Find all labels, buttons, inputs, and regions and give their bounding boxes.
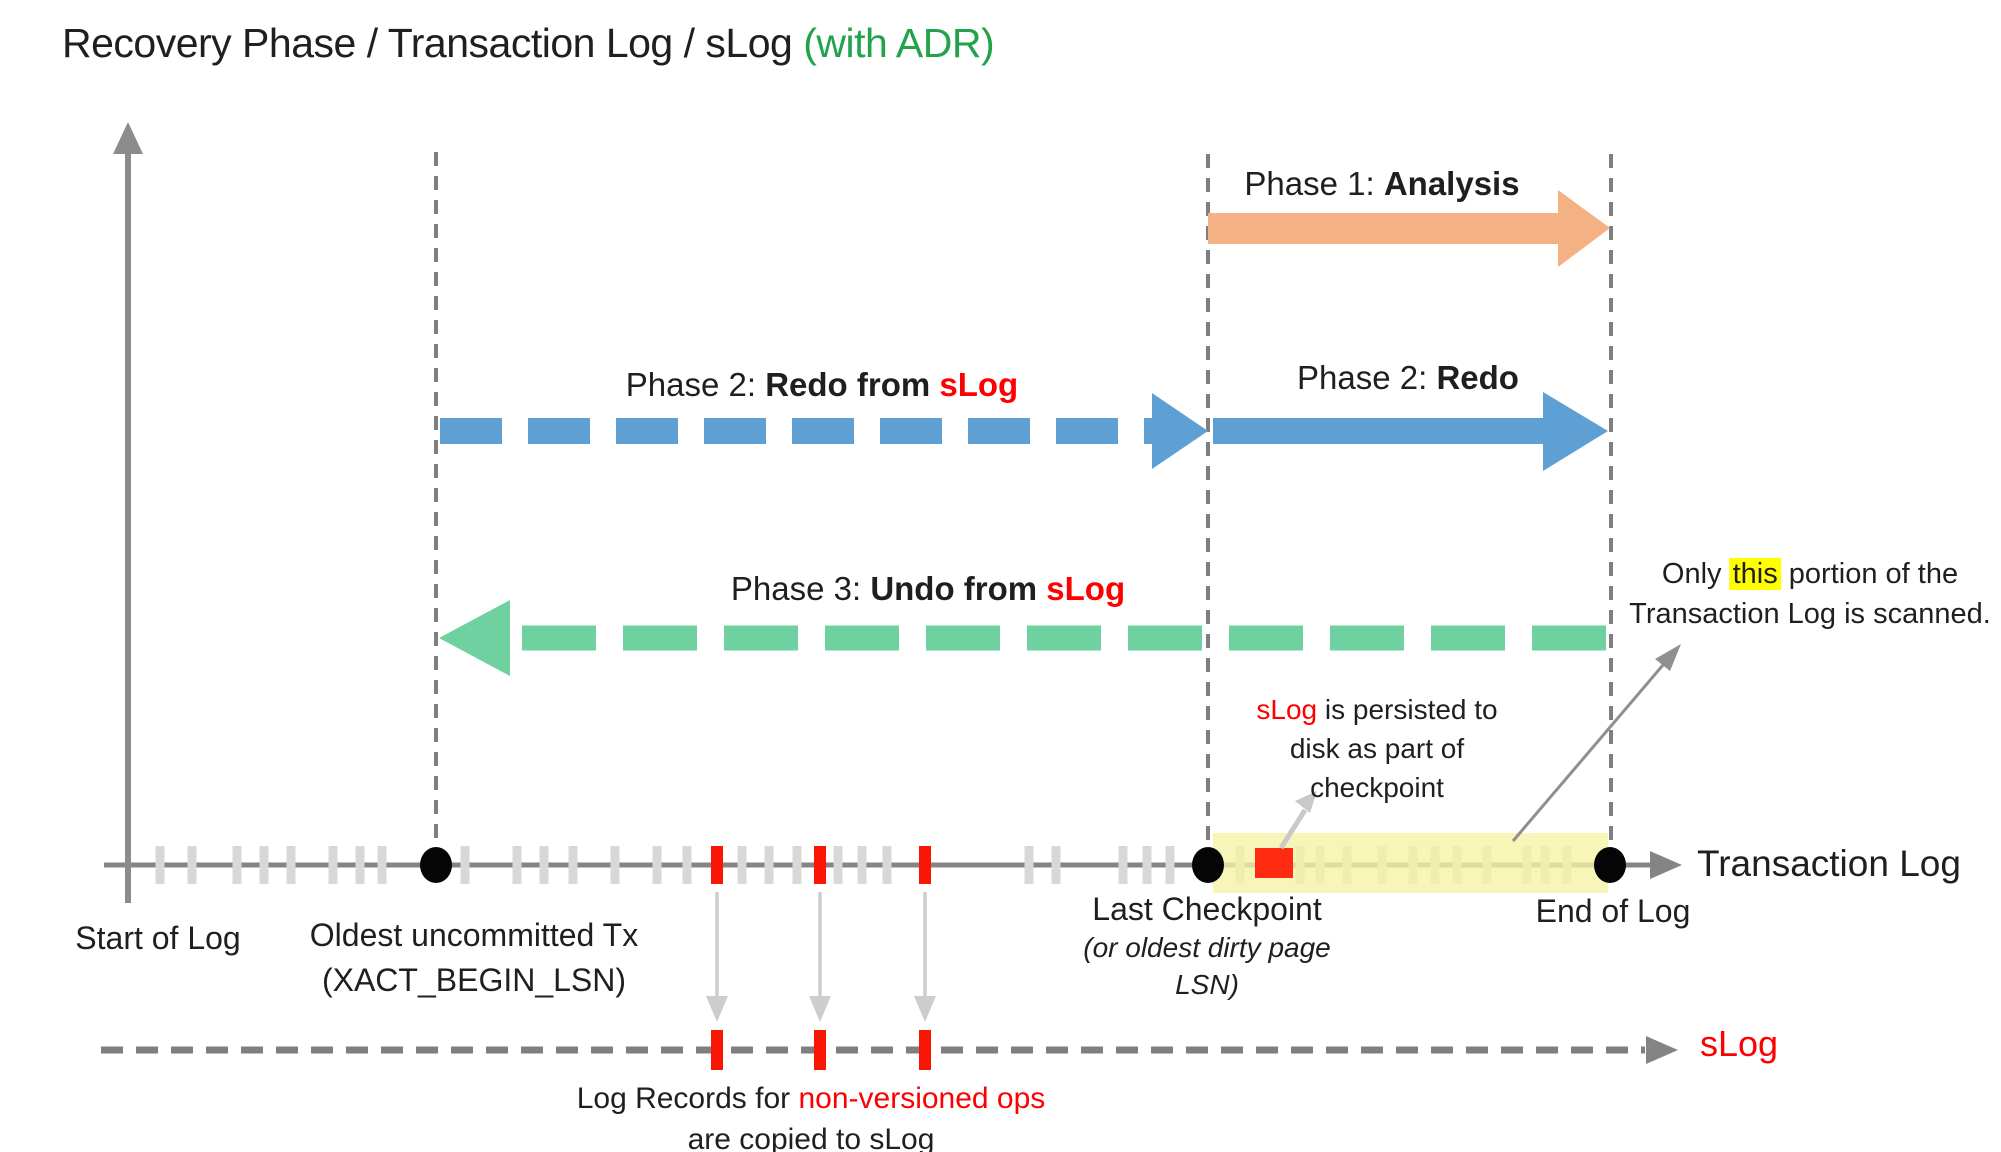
phase3-undo-arrowhead-icon (439, 600, 510, 676)
phase1-label: Phase 1: Analysis (1244, 165, 1520, 202)
phase2-redo-from-slog-arrowhead-icon (1152, 393, 1208, 469)
copy-note: Log Records for non-versioned ops are co… (577, 1078, 1046, 1152)
scan-note-arrow (1511, 664, 1665, 842)
title-main: Recovery Phase / Transaction Log / sLog (62, 20, 804, 66)
scan-note-arrowhead-icon (1655, 644, 1681, 671)
scan-note-line1: Only this portion of the (1661, 558, 1959, 590)
phase2-redo-arrow (1213, 418, 1545, 444)
phase1-analysis-arrow (1208, 213, 1558, 244)
oldest-tx-dot (420, 847, 452, 883)
scan-note: Only this portion of the Transaction Log… (1629, 554, 1991, 634)
checkpoint-note: sLog is persisted to disk as part of che… (1256, 690, 1497, 807)
slog-axis-label: sLog (1700, 1023, 1779, 1064)
highlighted-this: this (1729, 558, 1781, 590)
phase3-label: Phase 3: Undo from sLog (730, 570, 1126, 607)
slog-persist-marker (1255, 848, 1293, 878)
phase2-redo-arrowhead-icon (1543, 392, 1608, 471)
phase2-slog-label: Phase 2: Redo from sLog (625, 366, 1019, 403)
transaction-log-axis-label: Transaction Log (1697, 843, 1961, 884)
non-versioned-op-ticks (711, 846, 931, 884)
start-of-log-label: Start of Log (75, 920, 241, 956)
phase1-analysis-arrowhead-icon (1558, 190, 1610, 267)
checkpoint-note-arrow (1278, 808, 1308, 850)
last-checkpoint-dot (1192, 847, 1224, 883)
slog-axis-arrowhead-icon (1646, 1036, 1678, 1064)
end-of-log-dot (1594, 847, 1626, 883)
scan-note-line2: Transaction Log is scanned. (1629, 598, 1991, 630)
copy-note-line2: are copied to sLog (687, 1123, 935, 1152)
vertical-axis-arrowhead-icon (113, 122, 143, 154)
end-of-log-label: End of Log (1535, 893, 1691, 929)
slog-record-ticks (711, 1030, 931, 1070)
checkpoint-note-arrowhead-icon (1295, 791, 1317, 813)
title-adr-suffix: (with ADR) (803, 20, 995, 66)
copy-to-slog-arrows (706, 892, 936, 1022)
phase2-label: Phase 2: Redo (1297, 359, 1519, 396)
checkpoint-note-line1: sLog is persisted to (1256, 694, 1498, 725)
page-title: Recovery Phase / Transaction Log / sLog … (62, 20, 995, 67)
transaction-log-axis-arrowhead-icon (1650, 851, 1682, 879)
last-checkpoint-label: Last Checkpoint (or oldest dirty page LS… (1083, 891, 1331, 1000)
oldest-tx-label: Oldest uncommitted Tx (XACT_BEGIN_LSN) (309, 917, 639, 998)
copy-note-line1: Log Records for non-versioned ops (576, 1082, 1046, 1115)
